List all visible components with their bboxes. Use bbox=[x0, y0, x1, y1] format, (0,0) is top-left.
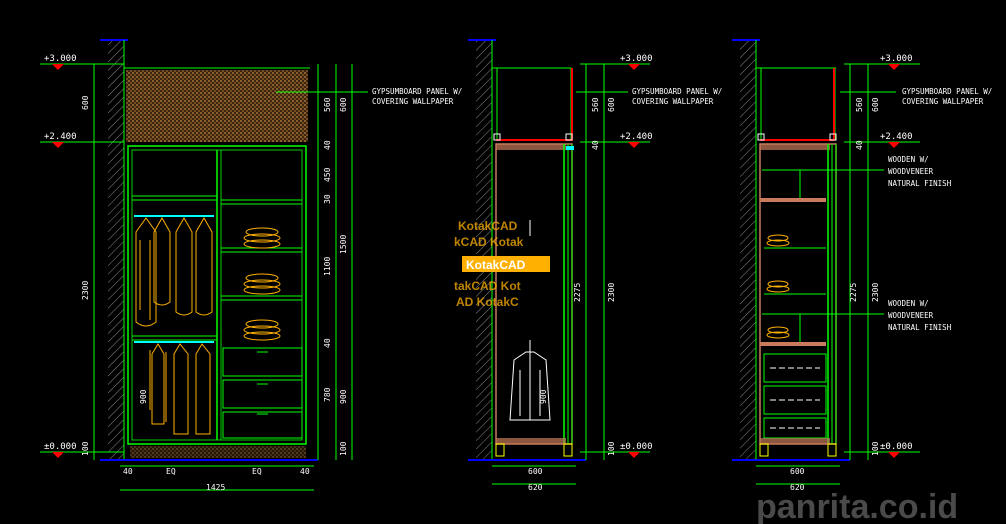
dim-right: 1500 bbox=[339, 235, 348, 254]
dim-right: 560 bbox=[591, 97, 600, 112]
dim-right: 560 bbox=[855, 97, 864, 112]
level-floor: ±0.000 bbox=[880, 442, 913, 452]
dim-bottom: EQ bbox=[166, 467, 176, 476]
level-mid: +2.400 bbox=[44, 132, 77, 142]
note-gypsum: GYPSUMBOARD PANEL W/ bbox=[372, 87, 462, 96]
level-floor: ±0.000 bbox=[620, 442, 653, 452]
level-mid: +2.400 bbox=[620, 132, 653, 142]
dim-bottom: 40 bbox=[123, 467, 133, 476]
elevation-view-front: +3.000 +2.400 ±0.000 600 2300 100 560 60… bbox=[40, 39, 462, 492]
dim-right: 600 bbox=[871, 97, 880, 112]
level-top: +3.000 bbox=[620, 54, 653, 64]
hanging-garments bbox=[135, 216, 213, 435]
dim-bottom: 600 bbox=[790, 467, 805, 476]
level-top: +3.000 bbox=[44, 54, 77, 64]
folded-clothes bbox=[243, 227, 281, 341]
note-wood: NATURAL FINISH bbox=[888, 179, 952, 188]
dim-right: 2300 bbox=[607, 283, 616, 302]
gypsum-panel-hatch bbox=[126, 70, 308, 142]
note-gypsum: GYPSUMBOARD PANEL W/ bbox=[632, 87, 722, 96]
elevation-view-section: +3.000 +2.400 ±0.000 560 600 40 2275 230… bbox=[468, 39, 722, 492]
note-gypsum: COVERING WALLPAPER bbox=[632, 97, 714, 106]
elevation-view-side: +3.000 +2.400 ±0.000 560 600 40 2275 230… bbox=[732, 39, 992, 492]
dim-overall: 1425 bbox=[206, 483, 225, 492]
note-gypsum: GYPSUMBOARD PANEL W/ bbox=[902, 87, 992, 96]
note-wood: WOODEN W/ bbox=[888, 155, 929, 164]
level-floor: ±0.000 bbox=[44, 442, 77, 452]
dim-right: 2275 bbox=[573, 283, 582, 302]
dim-left-100: 100 bbox=[81, 441, 90, 456]
wall-hatch bbox=[108, 40, 124, 460]
dim-left-600: 600 bbox=[81, 95, 90, 110]
dim-right: 780 bbox=[323, 387, 332, 402]
watermark-line: AD KotakC bbox=[456, 295, 519, 309]
drawer bbox=[222, 411, 303, 439]
note-wood: WOODVENEER bbox=[888, 167, 934, 176]
dim-right: 600 bbox=[339, 97, 348, 112]
dim-bottom: 600 bbox=[528, 467, 543, 476]
note-gypsum: COVERING WALLPAPER bbox=[372, 97, 454, 106]
folded-clothes bbox=[766, 234, 790, 339]
watermark-line: KotakCAD bbox=[458, 219, 518, 233]
dim-right: 2300 bbox=[871, 283, 880, 302]
dim-right: 900 bbox=[339, 389, 348, 404]
level-top: +3.000 bbox=[880, 54, 913, 64]
dim-right: 100 bbox=[339, 441, 348, 456]
hanging-jacket bbox=[509, 220, 551, 421]
watermark-line: kCAD Kotak bbox=[454, 235, 524, 249]
note-wood: WOODVENEER bbox=[888, 311, 934, 320]
dim-inner: 900 bbox=[539, 389, 548, 404]
dim-bottom: EQ bbox=[252, 467, 262, 476]
dim-right: 40 bbox=[323, 140, 332, 150]
note-gypsum: COVERING WALLPAPER bbox=[902, 97, 984, 106]
dim-right: 30 bbox=[323, 194, 332, 204]
dim-bottom: 620 bbox=[790, 483, 805, 492]
note-wood: NATURAL FINISH bbox=[888, 323, 952, 332]
wardrobe-body bbox=[127, 145, 307, 445]
watermark-line: KotakCAD bbox=[466, 258, 526, 272]
site-watermark: panrita.co.id bbox=[756, 488, 958, 524]
dim-inner: 900 bbox=[139, 389, 148, 404]
dim-right: 40 bbox=[591, 140, 600, 150]
dim-right: 100 bbox=[871, 441, 880, 456]
watermark: KotakCAD kCAD Kotak KotakCAD takCAD Kot … bbox=[454, 219, 550, 309]
dim-right: 560 bbox=[323, 97, 332, 112]
note-wood: WOODEN W/ bbox=[888, 299, 929, 308]
dim-right: 40 bbox=[323, 338, 332, 348]
dim-right: 1100 bbox=[323, 257, 332, 276]
dim-left-2300: 2300 bbox=[81, 281, 90, 300]
drawer bbox=[222, 379, 303, 409]
dim-right: 2275 bbox=[849, 283, 858, 302]
dim-right: 100 bbox=[607, 441, 616, 456]
dim-right: 450 bbox=[323, 167, 332, 182]
level-markers: +3.000 +2.400 ±0.000 bbox=[40, 54, 124, 458]
dim-right: 600 bbox=[607, 97, 616, 112]
level-mid: +2.400 bbox=[880, 132, 913, 142]
dim-bottom: 620 bbox=[528, 483, 543, 492]
dim-right: 40 bbox=[855, 140, 864, 150]
watermark-line: takCAD Kot bbox=[454, 279, 521, 293]
dim-bottom: 40 bbox=[300, 467, 310, 476]
drawer bbox=[222, 347, 303, 377]
